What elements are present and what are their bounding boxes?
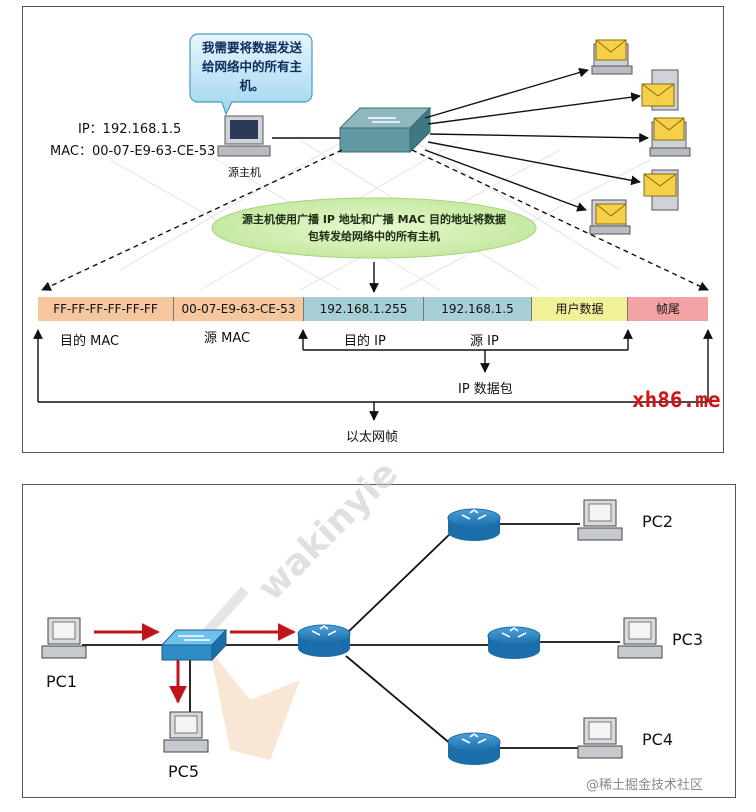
source-host-label: 源主机 xyxy=(228,166,261,179)
source-pc-icon xyxy=(217,115,271,157)
recipient-host-icon xyxy=(641,69,679,111)
recipient-host-icon xyxy=(589,199,631,235)
footer-watermark: @稀土掘金技术社区 xyxy=(586,778,704,793)
pc3-label: PC3 xyxy=(672,630,703,649)
dest-ip-label: 目的 IP xyxy=(344,334,386,349)
switch-icon xyxy=(338,106,432,154)
recipient-hosts xyxy=(589,39,691,235)
pc5-label: PC5 xyxy=(168,762,199,781)
pc4-icon xyxy=(577,717,623,759)
pc3-icon xyxy=(617,617,663,659)
pc5-icon xyxy=(163,711,209,753)
frame-field-user-data: 用户数据 xyxy=(532,297,628,321)
router-middle-icon xyxy=(487,626,541,659)
pc4-label: PC4 xyxy=(642,730,673,749)
pc1-label: PC1 xyxy=(46,672,77,691)
recipient-host-icon xyxy=(643,169,679,211)
speech-bubble-text: 我需要将数据发送给网络中的所有主机。 xyxy=(201,40,302,93)
pc2-label: PC2 xyxy=(642,512,673,531)
frame-field-src-mac: 00-07-E9-63-CE-53 xyxy=(174,297,304,321)
watermark-xh86: xh86.me xyxy=(632,388,721,412)
background-watermark-shape xyxy=(196,586,300,760)
frame-field-dest-mac: FF-FF-FF-FF-FF-FF xyxy=(38,297,174,321)
frame-field-dest-ip: 192.168.1.255 xyxy=(304,297,424,321)
src-mac-label: 源 MAC xyxy=(204,331,251,346)
router-top-icon xyxy=(447,508,501,541)
src-ip-label: 源 IP xyxy=(470,334,499,349)
speech-bubble xyxy=(189,33,313,116)
source-mac-label: MAC：00-07-E9-63-CE-53 xyxy=(50,144,216,159)
pc2-icon xyxy=(577,499,623,541)
recipient-host-icon xyxy=(591,39,633,75)
pc1-icon xyxy=(41,617,87,659)
ip-packet-label: IP 数据包 xyxy=(458,382,513,397)
ellipse-text: 源主机使用广播 IP 地址和广播 MAC 目的地址将数据包转发给网络中的所有主机 xyxy=(241,213,506,243)
description-ellipse xyxy=(211,197,537,259)
recipient-host-icon xyxy=(649,117,691,157)
frame-field-src-ip: 192.168.1.5 xyxy=(424,297,532,321)
ethernet-frame-label: 以太网帧 xyxy=(346,430,399,445)
bottom-switch-icon xyxy=(160,628,228,662)
router-bottom-icon xyxy=(447,732,501,765)
source-ip-label: IP：192.168.1.5 xyxy=(78,122,182,137)
dest-mac-label: 目的 MAC xyxy=(60,334,120,349)
frame-field-trailer: 帧尾 xyxy=(628,297,708,321)
router-center-icon xyxy=(297,624,351,657)
